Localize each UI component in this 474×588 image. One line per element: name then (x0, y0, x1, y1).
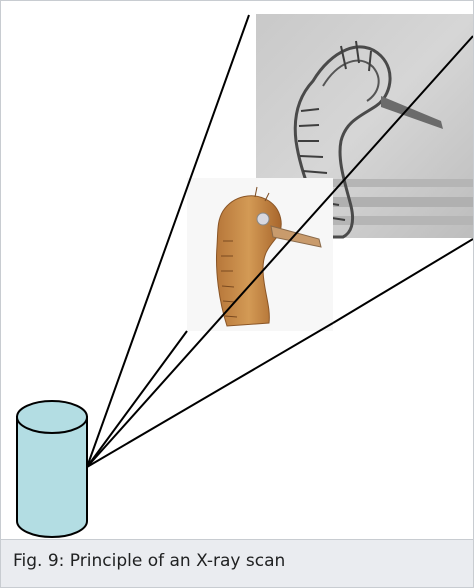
seahorse-photo-image (187, 178, 333, 331)
xray-source-cylinder (17, 401, 87, 537)
figure-caption: Fig. 9: Principle of an X-ray scan (1, 539, 473, 587)
beam-line-photo-left (87, 331, 187, 467)
beam-line-bottom-b (333, 239, 473, 323)
beam-line-bottom-a (87, 323, 333, 467)
xray-diagram (1, 1, 473, 539)
